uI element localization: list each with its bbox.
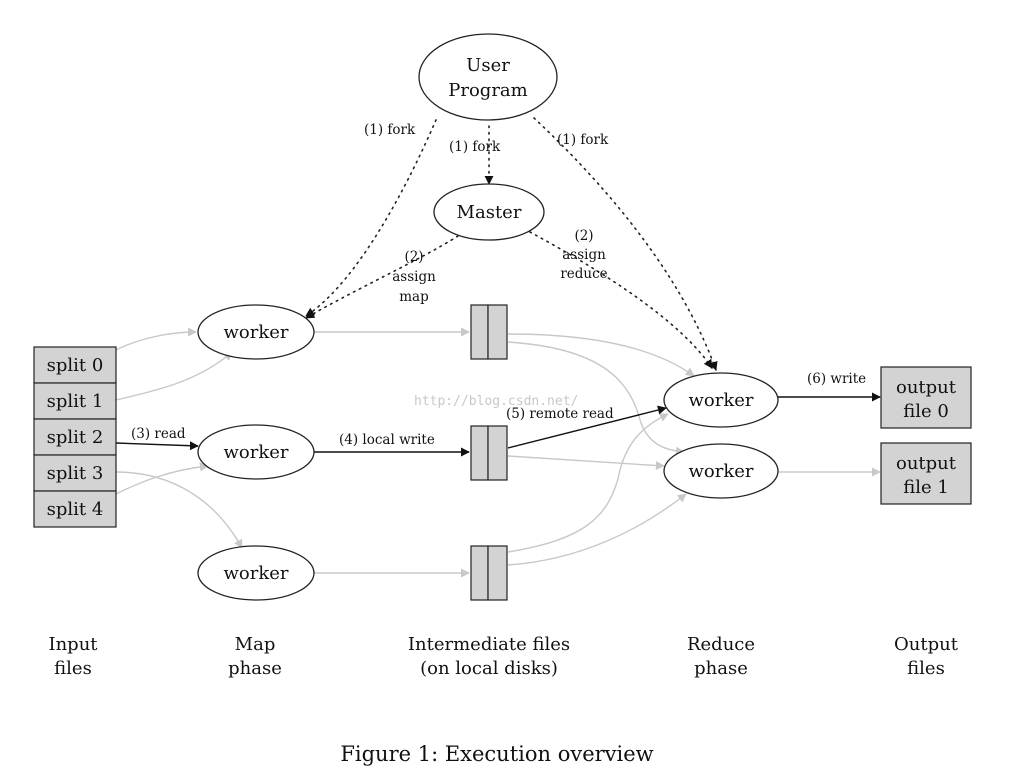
column-reduce-line2: phase	[694, 658, 748, 679]
output-file-0-line2: file 0	[903, 401, 949, 422]
map-worker-middle: worker	[197, 424, 315, 480]
edge-assign-map	[305, 235, 459, 319]
edge-split4-to-worker	[115, 462, 209, 495]
figure-caption: Figure 1: Execution overview	[340, 742, 653, 766]
map-worker-top: worker	[197, 304, 315, 360]
watermark: http://blog.csdn.net/	[414, 394, 578, 409]
label-remote-read: (5) remote read	[506, 406, 614, 422]
label-fork-center: (1) fork	[449, 139, 501, 155]
column-reduce-line1: Reduce	[687, 634, 755, 655]
edge-file-bottom-to-reduce1	[507, 493, 687, 566]
column-map-line1: Map	[235, 634, 276, 655]
column-input-line2: files	[54, 658, 92, 679]
user-program-node: User Program	[418, 33, 558, 121]
master-node: Master	[433, 183, 545, 241]
column-intermediate-line1: Intermediate files	[408, 634, 570, 655]
edge-file-bottom-to-reduce0	[507, 413, 669, 553]
master-label: Master	[457, 202, 522, 223]
column-input-files: Input files	[48, 634, 98, 679]
output-file-0-line1: output	[896, 377, 957, 398]
map-worker-bottom-label: worker	[223, 563, 288, 584]
edge-file-top-to-reduce1	[507, 341, 685, 456]
split-0-box	[33, 346, 117, 384]
map-worker-middle-label: worker	[223, 442, 288, 463]
column-output-line1: Output	[894, 634, 959, 655]
split-3-label: split 3	[47, 463, 104, 484]
split-2-box	[33, 418, 117, 456]
split-1-label: split 1	[47, 391, 104, 412]
edge-split0-to-worker	[115, 327, 197, 351]
edge-split3-to-worker	[115, 471, 243, 549]
split-4-box	[33, 490, 117, 528]
intermediate-file-middle	[470, 425, 508, 481]
split-3-box	[33, 454, 117, 492]
column-intermediate-files: Intermediate files (on local disks)	[408, 634, 570, 679]
map-worker-top-label: worker	[223, 322, 288, 343]
label-fork-left: (1) fork	[364, 122, 416, 138]
intermediate-file-top	[470, 304, 508, 360]
label-fork-right: (1) fork	[557, 132, 609, 148]
column-map-phase: Map phase	[228, 634, 282, 679]
label-assign-reduce-line3: reduce	[560, 266, 607, 282]
column-input-line1: Input	[48, 634, 98, 655]
reduce-worker-bottom-label: worker	[688, 461, 753, 482]
reduce-worker-top: worker	[663, 372, 779, 428]
label-local-write: (4) local write	[339, 432, 435, 448]
edge-fork-to-reduce-worker	[533, 117, 718, 371]
edge-split1-to-worker	[115, 351, 233, 401]
output-file-1: output file 1	[880, 442, 972, 505]
edge-file-top-to-reduce0	[507, 333, 695, 377]
output-file-0: output file 0	[880, 366, 972, 429]
split-4-label: split 4	[47, 499, 104, 520]
split-0-label: split 0	[47, 355, 104, 376]
user-program-label-line2: Program	[448, 80, 527, 101]
input-splits: split 0 split 1 split 2 split 3 split 4	[33, 346, 117, 528]
reduce-worker-top-label: worker	[688, 390, 753, 411]
label-assign-map-line1: (2)	[404, 249, 423, 265]
intermediate-file-bottom	[470, 545, 508, 601]
label-assign-map-line3: map	[399, 289, 429, 305]
map-worker-bottom: worker	[197, 545, 315, 601]
edge-read	[115, 441, 199, 451]
edge-assign-reduce	[529, 231, 713, 369]
label-assign-reduce-line1: (2)	[574, 228, 593, 244]
edge-remote-read	[507, 405, 667, 449]
label-assign-reduce-line2: assign	[562, 247, 606, 263]
label-write: (6) write	[807, 371, 866, 387]
column-output-files: Output files	[894, 634, 959, 679]
column-map-line2: phase	[228, 658, 282, 679]
split-1-box	[33, 382, 117, 420]
label-read: (3) read	[131, 426, 186, 442]
output-file-1-line2: file 1	[903, 477, 949, 498]
label-assign-map-line2: assign	[392, 269, 436, 285]
split-2-label: split 2	[47, 427, 104, 448]
edge-file-mid-to-reduce1	[507, 455, 665, 470]
user-program-label-line1: User	[466, 55, 510, 76]
reduce-worker-bottom: worker	[663, 443, 779, 499]
edge-fork-to-map-worker	[305, 119, 437, 317]
column-intermediate-line2: (on local disks)	[420, 658, 558, 679]
output-file-1-line1: output	[896, 453, 957, 474]
column-output-line2: files	[907, 658, 945, 679]
column-reduce-phase: Reduce phase	[687, 634, 755, 679]
